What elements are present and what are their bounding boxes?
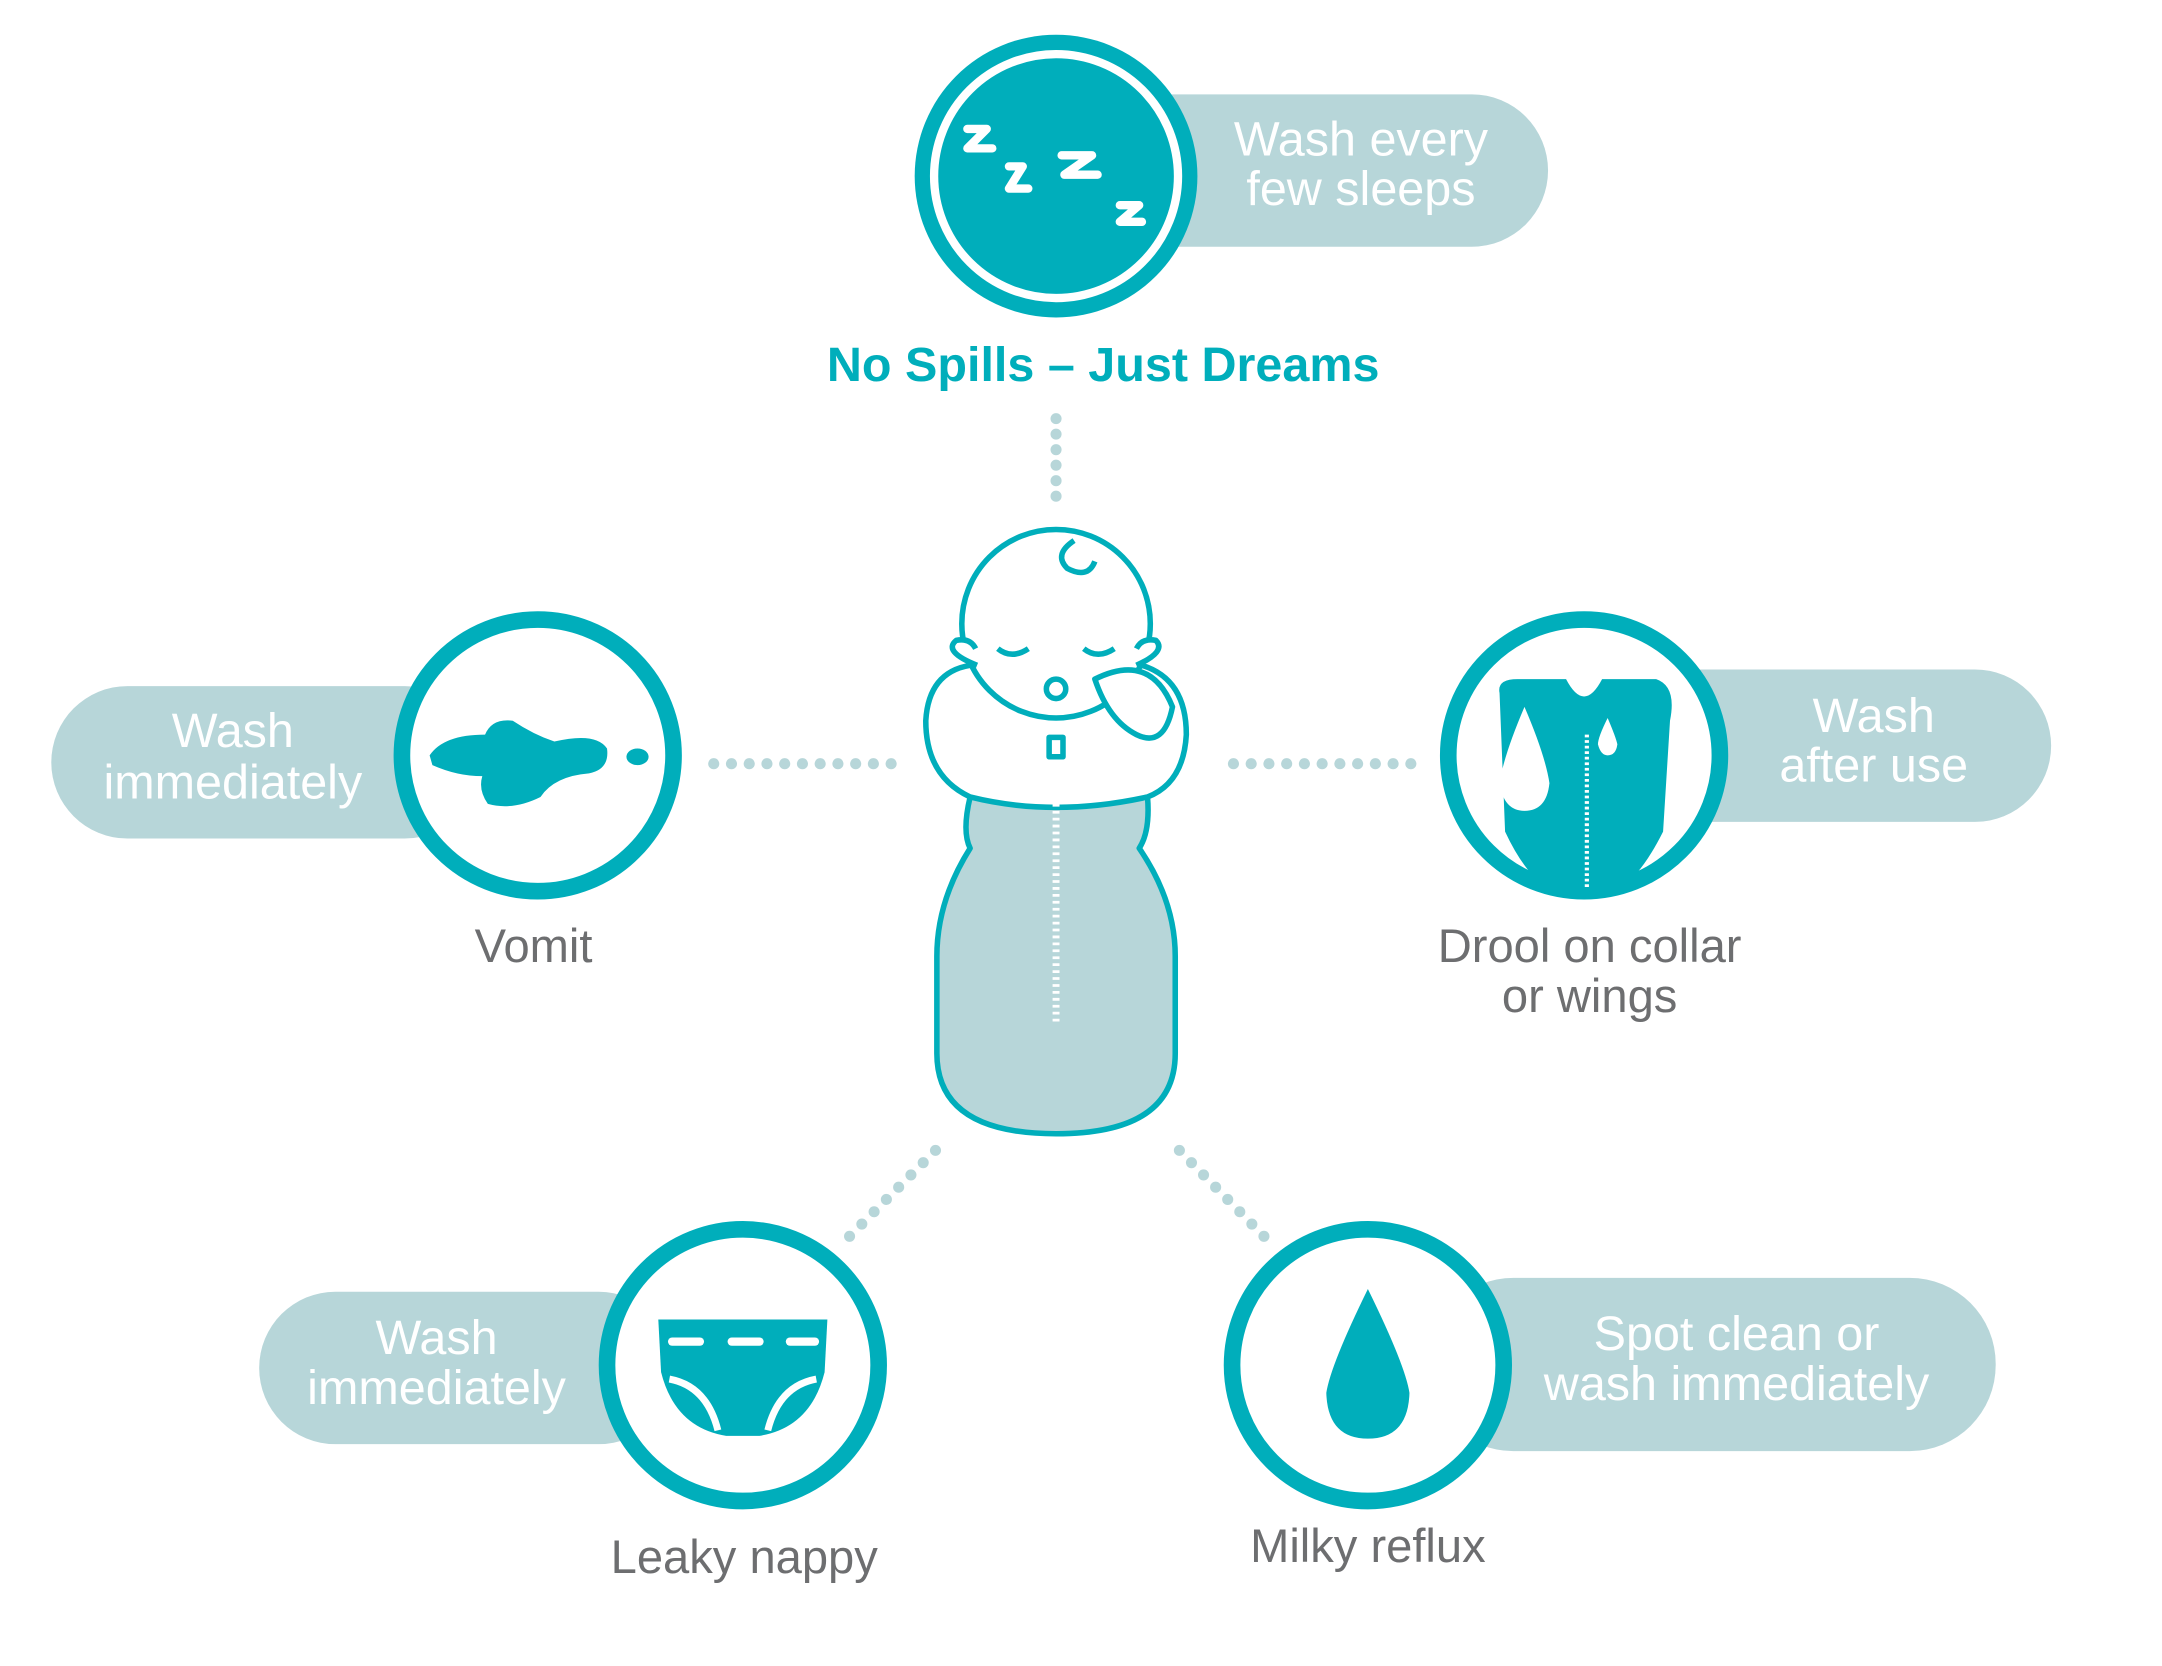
connector-dot xyxy=(1246,1218,1258,1230)
connector-dot xyxy=(1050,459,1062,471)
connector-dot xyxy=(1245,758,1257,770)
connector-dot xyxy=(856,1218,868,1230)
connector-dot xyxy=(880,1193,892,1206)
connector-dot xyxy=(885,758,897,770)
pill-text: Wash every xyxy=(1234,112,1489,166)
nappy-icon xyxy=(658,1319,828,1436)
connector-dot xyxy=(1050,490,1062,502)
connector-dot xyxy=(1352,758,1364,770)
label: Drool on collar xyxy=(1438,919,1742,972)
pill-text: Wash xyxy=(1813,689,1935,743)
connector-dot xyxy=(796,758,808,770)
label: or wings xyxy=(1502,969,1677,1022)
sleepsuit-drool-icon xyxy=(1499,679,1672,888)
connector-dot xyxy=(905,1169,917,1181)
connector-dot xyxy=(867,758,879,770)
connector-dot xyxy=(743,758,755,770)
item-sleeps: Wash every few sleeps xyxy=(914,34,1549,318)
connector-dot xyxy=(1234,1206,1246,1218)
connector-dot xyxy=(929,1144,942,1156)
pill xyxy=(1427,1277,1996,1452)
connector-dot xyxy=(779,758,791,770)
connector-dot xyxy=(1050,428,1062,440)
pill-text: immediately xyxy=(307,1361,566,1415)
item-drool: Wash after use Drool on collar or wings xyxy=(1438,611,2052,1022)
connector-dot xyxy=(1198,1169,1210,1181)
connector-dot xyxy=(917,1157,929,1169)
connector-dot xyxy=(725,758,738,770)
pill-text: wash immediately xyxy=(1543,1357,1930,1411)
vomit-splash-icon xyxy=(429,720,649,807)
connector-dot xyxy=(868,1206,880,1218)
ring xyxy=(929,49,1183,303)
circle xyxy=(914,34,1198,318)
item-reflux: Spot clean or wash immediately Milky ref… xyxy=(1223,1221,1996,1572)
pill-text: few sleeps xyxy=(1246,162,1475,216)
connector-dot xyxy=(1185,1157,1198,1169)
connector-dot xyxy=(1210,1181,1222,1193)
connector-dot xyxy=(832,758,844,770)
label: Vomit xyxy=(475,919,593,972)
connector-dot xyxy=(893,1181,905,1193)
connector-dot xyxy=(1258,1230,1270,1242)
connector-dot xyxy=(1405,758,1417,770)
pill-text: immediately xyxy=(103,755,362,809)
connector-dot xyxy=(1050,475,1062,487)
diagram-title: No Spills – Just Dreams xyxy=(827,338,1380,392)
item-vomit: Wash immediately Vomit xyxy=(51,611,682,972)
milk-drop-icon xyxy=(1326,1288,1410,1439)
connector-dot xyxy=(1387,758,1399,770)
zzz-icon xyxy=(963,124,1147,226)
connector-dot xyxy=(1298,758,1310,770)
connector-dot xyxy=(850,758,862,770)
pill-text: Spot clean or xyxy=(1594,1307,1880,1361)
connector-dot xyxy=(1050,413,1062,425)
connector-dot xyxy=(1263,758,1275,770)
connector-dot xyxy=(1369,758,1381,770)
dotted-connectors xyxy=(708,413,1417,1242)
pill xyxy=(259,1291,675,1445)
pill xyxy=(51,686,481,839)
label: Leaky nappy xyxy=(611,1530,879,1583)
connector-dot xyxy=(814,758,826,770)
connector-dot xyxy=(1281,758,1293,770)
pill-text: Wash xyxy=(375,1311,497,1365)
pill-text: after use xyxy=(1779,739,1968,793)
connector-dot xyxy=(708,758,720,770)
connector-dot xyxy=(1316,758,1328,770)
connector-dot xyxy=(1173,1144,1185,1156)
connector-dot xyxy=(844,1230,856,1242)
connector-dot xyxy=(761,758,773,770)
connector-dot xyxy=(1227,758,1239,770)
connector-dot xyxy=(1222,1193,1234,1206)
connector-dot xyxy=(1334,758,1346,770)
baby-swaddle-illustration xyxy=(923,526,1190,1137)
pill-text: Wash xyxy=(172,704,294,758)
connector-dot xyxy=(1050,444,1062,456)
item-nappy: Wash immediately Leaky nappy xyxy=(259,1221,887,1583)
pill xyxy=(1094,94,1549,247)
label: Milky reflux xyxy=(1250,1519,1486,1572)
